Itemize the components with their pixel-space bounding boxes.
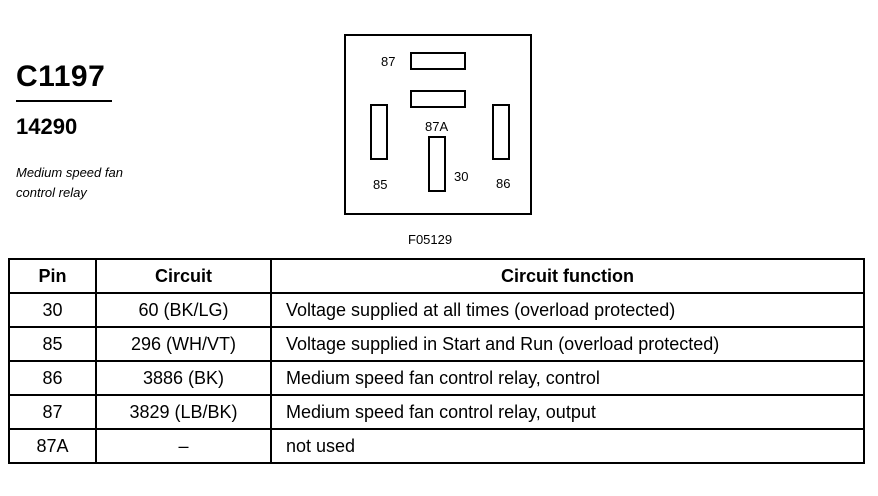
description-line-2: control relay: [16, 185, 87, 200]
circuit-cell: 3829 (LB/BK): [95, 394, 272, 430]
connector-description: Medium speed fan control relay: [16, 163, 123, 203]
pin-cell: 30: [8, 292, 97, 328]
table-row: 30 60 (BK/LG) Voltage supplied at all ti…: [8, 292, 865, 328]
circuit-column-header: Circuit: [95, 258, 272, 294]
function-cell: Medium speed fan control relay, output: [270, 394, 865, 430]
pin-cell: 85: [8, 326, 97, 362]
function-column-header: Circuit function: [270, 258, 865, 294]
function-cell: Voltage supplied at all times (overload …: [270, 292, 865, 328]
table-row: 87A – not used: [8, 428, 865, 464]
part-number: 14290: [16, 114, 78, 139]
pin-86-slot: [492, 104, 510, 160]
table-row: 86 3886 (BK) Medium speed fan control re…: [8, 360, 865, 396]
figure-id: F05129: [408, 232, 453, 247]
pin-87-label: 87: [381, 54, 396, 69]
connector-face-diagram: 87 87A 85 30 86: [344, 34, 532, 215]
pin-column-header: Pin: [8, 258, 97, 294]
pin-cell: 87: [8, 394, 97, 430]
circuit-cell: 296 (WH/VT): [95, 326, 272, 362]
pin-30-slot: [428, 136, 446, 192]
pin-cell: 86: [8, 360, 97, 396]
circuit-cell: 3886 (BK): [95, 360, 272, 396]
function-cell: Medium speed fan control relay, control: [270, 360, 865, 396]
circuit-cell: 60 (BK/LG): [95, 292, 272, 328]
pin-cell: 87A: [8, 428, 97, 464]
connector-id: C1197: [16, 60, 106, 93]
pin-85-slot: [370, 104, 388, 160]
description-line-1: Medium speed fan: [16, 165, 123, 180]
function-cell: Voltage supplied in Start and Run (overl…: [270, 326, 865, 362]
table-header-row: Pin Circuit Circuit function: [8, 258, 865, 294]
pin-85-label: 85: [373, 177, 388, 192]
pin-87a-slot: [410, 90, 466, 108]
pin-86-label: 86: [496, 176, 511, 191]
title-rule: [16, 100, 112, 102]
pin-87a-label: 87A: [425, 119, 449, 134]
table-row: 85 296 (WH/VT) Voltage supplied in Start…: [8, 326, 865, 362]
pin-circuit-table: Pin Circuit Circuit function 30 60 (BK/L…: [8, 258, 865, 464]
function-cell: not used: [270, 428, 865, 464]
circuit-cell: –: [95, 428, 272, 464]
pin-30-label: 30: [454, 169, 469, 184]
table-row: 87 3829 (LB/BK) Medium speed fan control…: [8, 394, 865, 430]
pin-87-slot: [410, 52, 466, 70]
